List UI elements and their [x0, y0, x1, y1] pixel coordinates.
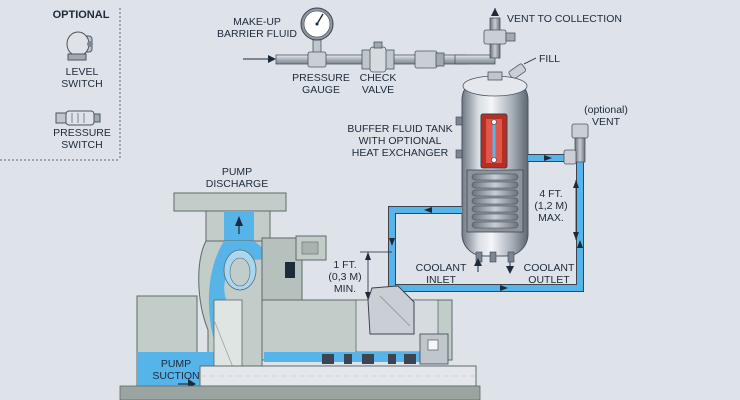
pressure-switch-icon	[55, 110, 101, 126]
makeup-barrier-fluid-label: MAKE-UP BARRIER FLUID	[217, 16, 297, 40]
coolant-outlet-arrow	[506, 266, 514, 274]
optional-vent-label: (optional) VENT	[584, 104, 628, 128]
tank-inlet-pipe	[454, 54, 496, 65]
flow-arrows	[389, 155, 583, 291]
vent-valve-icon	[483, 29, 507, 45]
coolant-outlet-label: COOLANT OUTLET	[523, 262, 575, 286]
one-ft-min-label: 1 FT. (0,3 M) MIN.	[328, 259, 362, 295]
fill-cap-icon	[508, 63, 527, 80]
buffer-fluid-tank-label: BUFFER FLUID TANK WITH OPTIONAL HEAT EXC…	[347, 123, 453, 159]
fill-leader	[523, 57, 537, 65]
seal-chamber	[261, 237, 303, 301]
seal-fluid	[264, 352, 444, 362]
flow-arrow-supply-left	[424, 207, 432, 213]
discharge-flange	[173, 192, 287, 212]
optional-panel	[0, 8, 121, 161]
optional-vent	[563, 123, 589, 165]
flow-arrow-supply-down	[389, 238, 395, 246]
pressure-gauge-icon	[300, 7, 334, 41]
buffer-tank	[455, 71, 529, 263]
dimension-marks	[360, 180, 579, 300]
vent-to-collection-label: VENT TO COLLECTION	[507, 13, 622, 25]
flow-arrow-return-up	[577, 240, 583, 248]
shaft-lower	[119, 385, 481, 400]
tank-top-nozzle	[487, 71, 503, 81]
seal-gland-dark	[285, 262, 295, 278]
coolant-inlet-label: COOLANT INLET	[415, 262, 467, 286]
pump-suction-label: PUMP SUCTION	[152, 358, 200, 382]
makeup-arrow-head	[268, 55, 276, 63]
discharge-arrow	[235, 216, 243, 226]
makeup-line	[243, 7, 496, 73]
buffer-supply-line	[388, 206, 462, 296]
pressure-switch-label: PRESSURE SWITCH	[53, 127, 111, 151]
vent-to-collection	[483, 8, 516, 59]
optional-title: OPTIONAL	[52, 9, 110, 21]
check-valve-label: CHECK VALVE	[359, 72, 397, 96]
four-ft-max-label: 4 FT. (1,2 M) MAX.	[534, 188, 568, 224]
fill-label: FILL	[539, 53, 561, 65]
seal-gland-ports	[367, 285, 415, 335]
pressure-gauge-label: PRESSURE GAUGE	[292, 72, 350, 96]
seal-cartridge	[119, 285, 481, 400]
flow-arrow-return-right	[544, 155, 552, 161]
pump-discharge-label: PUMP DISCHARGE	[205, 166, 269, 190]
heat-exchanger-coil	[471, 173, 519, 229]
check-valve-icon	[361, 41, 395, 73]
vent-arrow-head	[491, 8, 499, 16]
coolant-inlet-arrow	[474, 258, 482, 266]
level-switch-label: LEVEL SWITCH	[61, 66, 103, 90]
coolant-arrows	[474, 258, 514, 274]
level-switch-icon	[66, 31, 93, 61]
fill-port	[508, 57, 537, 80]
flow-arrow-return-bottom	[500, 285, 508, 291]
isolation-valve-icon	[414, 50, 445, 69]
gauge-tee	[307, 51, 327, 68]
